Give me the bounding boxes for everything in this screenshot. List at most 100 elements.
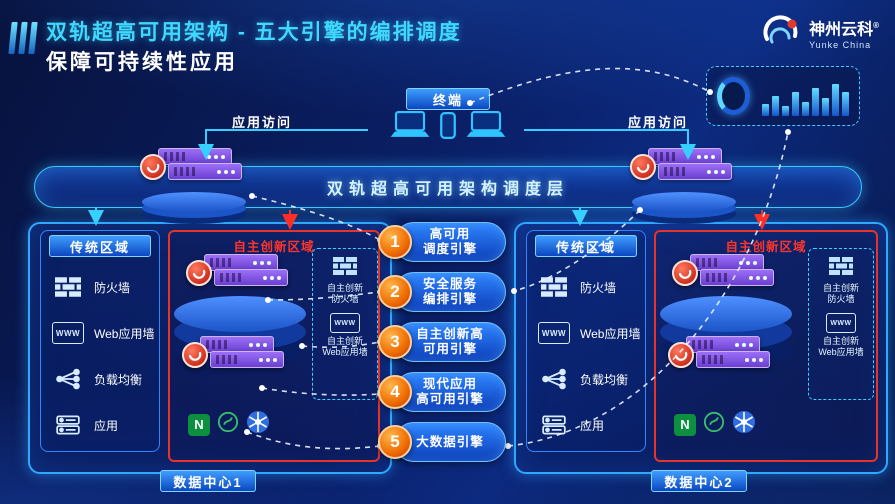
firewall-icon [51, 277, 85, 297]
nginx-icon: N [188, 413, 210, 436]
registered-mark: ® [873, 20, 879, 30]
application-icon [51, 414, 85, 436]
server-stack [140, 148, 242, 188]
waf-icon: WWW [51, 322, 85, 344]
waf-icon: WWW [826, 313, 856, 333]
engine-pill: 现代应用高可用引擎 [394, 372, 506, 412]
brand-badge-icon [186, 260, 212, 286]
brand-name: 神州云科 [809, 21, 874, 39]
tech-icons: N [674, 410, 756, 439]
list-item: 负载均衡 [51, 357, 157, 401]
kubernetes-icon [246, 410, 270, 439]
bar [782, 106, 789, 116]
server-stack [668, 336, 770, 376]
item-label: 应用 [94, 418, 119, 433]
brand-badge-icon [140, 154, 166, 180]
brand-badge-icon [668, 342, 694, 368]
datacenter-panel-2: 传统区域 防火墙 WWW Web应用墙 负载均衡 应用 自主创新区域 [514, 222, 888, 474]
list-item: 防火墙 [51, 265, 157, 309]
access-label-right: 应用访问 [628, 115, 689, 130]
item-label: Web应用墙 [580, 326, 641, 341]
scheduler-cluster-right [630, 148, 742, 224]
item-label: Web应用墙 [94, 326, 155, 341]
load-balancer-icon [537, 368, 571, 390]
terminal-devices [356, 110, 540, 144]
laptop-icon [464, 111, 508, 144]
load-balancer-icon [51, 368, 85, 390]
engine-row-5: 大数据引擎 5 [378, 422, 510, 462]
server-stack [182, 336, 284, 376]
brand-name-en: Yunke China [809, 39, 872, 50]
innovation-zone-title: 自主创新区域 [233, 240, 315, 254]
engine-number: 1 [378, 225, 412, 259]
list-item: WWW Web应用墙 [537, 311, 643, 355]
item-label: 自主创新防火墙 [822, 283, 859, 304]
list-item: 负载均衡 [537, 357, 643, 401]
item-label: 防火墙 [94, 280, 131, 295]
bar [832, 84, 839, 116]
accent-bars-icon [8, 22, 38, 54]
item-label: 负载均衡 [94, 372, 143, 387]
tech-icons: N [188, 410, 270, 439]
firewall-icon [333, 257, 357, 280]
server-stack [186, 254, 288, 294]
item-label: 防火墙 [580, 280, 617, 295]
access-label-left: 应用访问 [232, 115, 293, 130]
item-label: 自主创新防火墙 [326, 283, 363, 304]
brand-badge-icon [630, 154, 656, 180]
datacenter-1-label: 数据中心1 [160, 470, 256, 492]
green-stack-icon [217, 411, 239, 438]
engine-number: 5 [378, 425, 412, 459]
gauge-icon [717, 77, 750, 115]
list-item: 防火墙 [537, 265, 643, 309]
scheduling-layer-label: 双轨超高可用架构调度层 [326, 181, 569, 198]
application-icon [537, 414, 571, 436]
bar [802, 102, 809, 116]
kubernetes-icon [732, 410, 756, 439]
item-label: 应用 [580, 418, 605, 433]
monitoring-widget [706, 66, 860, 126]
bar [772, 96, 779, 116]
engine-row-1: 高可用调度引擎 1 [378, 222, 510, 262]
bar [822, 98, 829, 116]
server-stack [630, 148, 732, 188]
engine-pill: 大数据引擎 [394, 422, 506, 462]
engine-number: 4 [378, 375, 412, 409]
brand-badge-icon [672, 260, 698, 286]
page-title: 双轨超高可用架构 - 五大引擎的编排调度 [46, 21, 462, 44]
traditional-zone: 传统区域 防火墙 WWW Web应用墙 负载均衡 应用 [40, 230, 160, 452]
platform-cylinder [632, 192, 736, 224]
bar [762, 104, 769, 116]
datacenter-2-label: 数据中心2 [651, 470, 747, 492]
waf-icon: WWW [537, 322, 571, 344]
engine-row-3: 自主创新高可用引擎 3 [378, 322, 510, 362]
bar-chart-icon [762, 76, 849, 116]
nginx-icon: N [674, 413, 696, 436]
item-label: 负载均衡 [580, 372, 629, 387]
engine-row-4: 现代应用高可用引擎 4 [378, 372, 510, 412]
scheduler-cluster-left [140, 148, 252, 224]
brand-badge-icon [182, 342, 208, 368]
list-item: WWW Web应用墙 [51, 311, 157, 355]
traditional-zone: 传统区域 防火墙 WWW Web应用墙 负载均衡 应用 [526, 230, 646, 452]
firewall-icon [537, 277, 571, 297]
server-stack [672, 254, 774, 294]
engine-pill: 安全服务编排引擎 [394, 272, 506, 312]
firewall-icon [829, 257, 853, 280]
list-item: 应用 [51, 403, 157, 447]
engine-pill: 自主创新高可用引擎 [394, 322, 506, 362]
waf-icon: WWW [330, 313, 360, 333]
terminal-label: 终端 [406, 88, 490, 110]
traditional-zone-title: 传统区域 [535, 235, 637, 257]
bar [842, 92, 849, 116]
traditional-zone-title: 传统区域 [49, 235, 151, 257]
datacenter-panel-1: 传统区域 防火墙 WWW Web应用墙 负载均衡 应用 自主创新区域 [28, 222, 392, 474]
engine-pill: 高可用调度引擎 [394, 222, 506, 262]
